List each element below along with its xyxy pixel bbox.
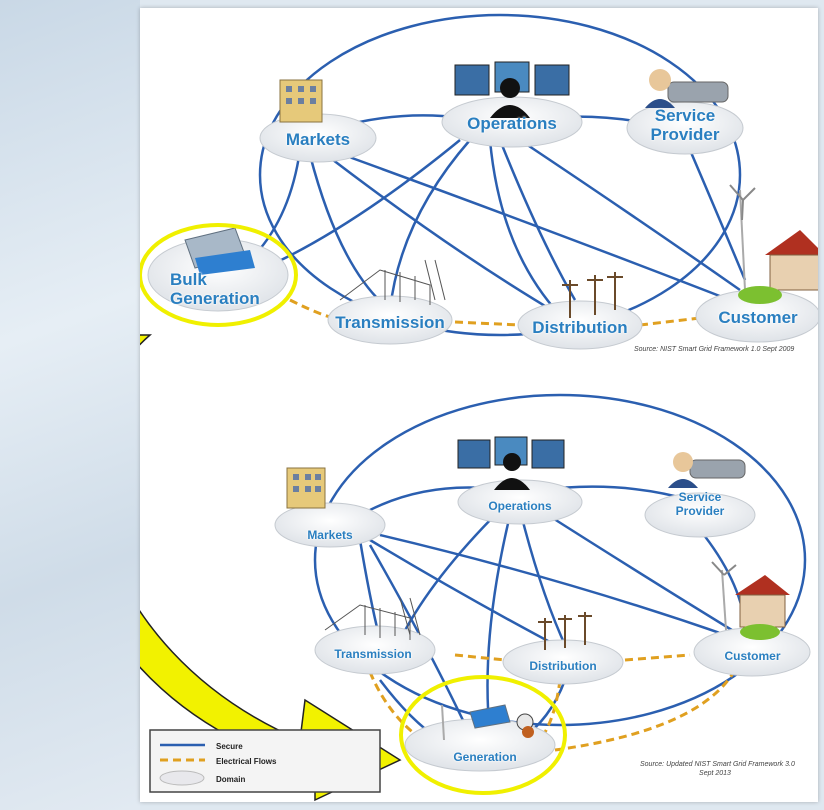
bottom-link-operations-transmission: [398, 509, 501, 641]
top-link-service-customer: [688, 149, 747, 281]
bottom-label-provider: Provider: [675, 504, 725, 518]
substation-icon: [324, 597, 421, 640]
bottom-cloud-transmission: [314, 625, 436, 675]
top-link-markets-transmission: [308, 154, 391, 311]
building-icon: [286, 467, 326, 509]
top-flow-transmission-distribution: [454, 320, 521, 327]
top-link-operations-transmission: [388, 139, 471, 311]
bottom-label-service-provider: Service Provider: [660, 490, 740, 518]
top-link-operations-customer: [519, 138, 741, 292]
top-label-service-provider: Service Provider: [645, 106, 725, 144]
bottom-cloud-markets: [274, 502, 386, 548]
legend-electrical-flows-label: Electrical Flows: [216, 757, 277, 766]
bottom-flow-distribution-customer: [624, 653, 691, 662]
legend-domain-swatch: [159, 770, 205, 786]
top-label-markets: Markets: [285, 130, 351, 149]
top-label-distribution: Distribution: [532, 318, 628, 337]
legend-domain-label: Domain: [216, 775, 246, 784]
top-link-markets-customer: [329, 148, 731, 302]
top-label-bulk-generation: Bulk Generation: [170, 270, 260, 308]
bottom-label-customer: Customer: [724, 649, 781, 663]
legend-secure-label: Secure: [216, 742, 243, 751]
bottom-link-markets-distribution: [369, 538, 566, 652]
background-panel: [0, 0, 140, 810]
bottom-flow-customer-generation: [554, 669, 737, 752]
top-label-bulk: Bulk: [170, 270, 207, 289]
bottom-source-line-1: Source: Updated NIST Smart Grid Framewor…: [640, 761, 795, 768]
bottom-source-line-2: Sept 2013: [699, 770, 731, 777]
control-room-monitors-icon: [454, 61, 570, 118]
bottom-icons: [286, 436, 790, 741]
bottom-cloud-operations: [457, 479, 583, 525]
bottom-link-operations-customer: [539, 508, 741, 637]
bottom-source-note: Source: Updated NIST Smart Grid Framewor…: [640, 760, 795, 778]
top-cloud-distribution: [517, 300, 643, 350]
top-link-markets-distribution: [319, 149, 561, 317]
slide: Markets Operations Service Provider Bulk…: [140, 8, 818, 802]
bottom-outer-loop: [313, 393, 807, 727]
top-label-service: Service: [654, 106, 716, 125]
top-flow-bulk-transmission: [289, 298, 341, 320]
hydro-dam-icon: [184, 227, 255, 275]
house-wind-car-icon: [711, 561, 790, 640]
top-highlight-circle: [140, 223, 298, 327]
top-link-markets-bulk: [249, 149, 302, 261]
service-person-truck-icon: [668, 452, 746, 488]
top-label-operations: Operations: [467, 114, 557, 133]
top-label-transmission: Transmission: [335, 313, 445, 332]
bottom-label-markets: Markets: [307, 528, 353, 542]
top-cloud-transmission: [327, 295, 453, 345]
substation-icon: [339, 259, 446, 305]
generation-mix-icon: [441, 704, 534, 741]
top-outer-loop: [258, 13, 742, 337]
top-icons: [184, 61, 818, 318]
top-electrical-flows: [289, 298, 701, 327]
bottom-flow-transmission-distribution: [454, 653, 506, 662]
service-person-truck-icon: [645, 69, 729, 108]
control-room-monitors-icon: [457, 436, 565, 490]
bottom-label-operations: Operations: [488, 499, 552, 513]
top-link-operations-distribution: [488, 139, 561, 316]
top-label-generation: Generation: [170, 289, 260, 308]
top-link-operations-bulk: [259, 139, 461, 272]
legend: [149, 729, 381, 793]
power-poles-icon: [562, 272, 623, 318]
top-flow-distribution-customer: [639, 316, 701, 327]
house-wind-car-icon: [729, 184, 818, 304]
bottom-link-operations-generation: [486, 514, 512, 736]
bottom-link-markets-customer: [379, 533, 741, 642]
building-icon: [279, 79, 323, 123]
top-label-customer: Customer: [718, 308, 798, 327]
bottom-label-transmission: Transmission: [334, 647, 412, 661]
bottom-label-generation: Generation: [453, 750, 517, 764]
bottom-cloud-service-provider: [644, 492, 756, 538]
top-label-provider: Provider: [650, 125, 720, 144]
top-source-note: Source: NIST Smart Grid Framework 1.0 Se…: [634, 346, 795, 353]
top-domain-clouds: [147, 96, 818, 350]
bottom-cloud-distribution: [502, 639, 624, 685]
bottom-label-distribution: Distribution: [529, 659, 597, 673]
top-link-operations-distribution-2: [498, 139, 577, 301]
smart-grid-diagram: [140, 13, 818, 802]
bottom-domain-clouds: [274, 479, 811, 772]
bottom-highlight-circle: [399, 675, 567, 795]
bottom-label-service: Service: [678, 490, 722, 504]
power-poles-icon: [538, 612, 592, 650]
bottom-link-operations-distribution: [518, 509, 567, 646]
